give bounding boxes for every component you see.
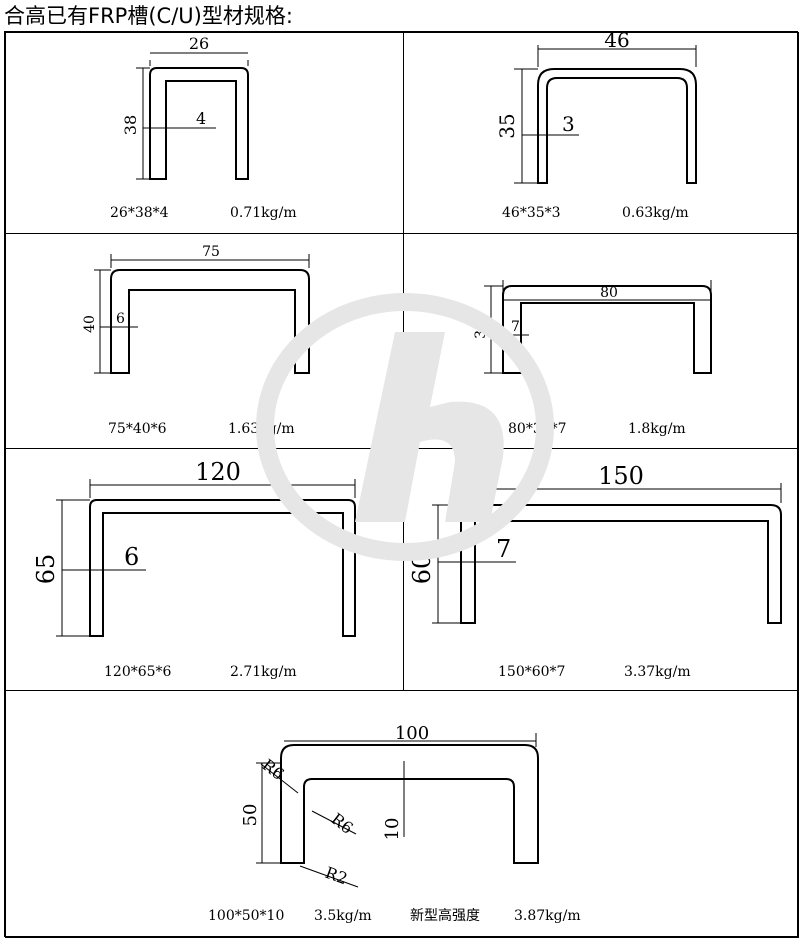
new-label: 新型高强度 [410,908,480,924]
profile-drawing: 46 35 3 [495,33,697,184]
height-label: 35 [473,321,489,339]
spec-label: 75*40*6 [108,421,167,437]
thickness-label: 6 [124,543,139,571]
profile-drawing: 80 35 7 [473,280,712,374]
thickness-label: 4 [196,109,206,128]
thickness-label: 6 [116,311,125,327]
radius-leader-tip [299,865,359,888]
radius-leader-inner [311,810,357,835]
channel-profile-shape [502,285,712,374]
width-label: 100 [395,723,429,744]
thickness-label: 7 [511,319,520,335]
profile-drawing: 120 65 6 [32,458,356,637]
width-label: 120 [195,458,241,486]
height-label: 38 [121,115,140,135]
channel-profile-shape [280,744,539,864]
spec-label: 150*60*7 [498,664,566,680]
profile-drawing: 100 50 10 R6 R6 R2 [240,723,539,888]
profile-drawing: 26 38 4 [121,34,249,180]
profile-drawing: 75 40 6 [82,244,310,374]
channel-profile-shape [110,269,310,374]
weight-label: 0.63kg/m [622,205,689,221]
height-label: 50 [240,804,261,827]
profile-cell-46x35: 46 35 3 46*35*3 0.63kg/m [403,32,799,234]
channel-profile-shape [460,504,782,624]
thickness-label: 3 [562,112,575,136]
spec-label: 120*65*6 [104,664,172,680]
weight-label: 3.37kg/m [624,664,691,680]
radius-leader-outer [260,763,299,794]
spec-label: 26*38*4 [110,205,169,221]
height-label: 40 [82,315,98,333]
page-title: 合高已有FRP槽(C/U)型材规格: [4,4,293,28]
new-weight-label: 3.87kg/m [514,908,581,924]
profile-cell-150x60: 150 60 7 150*60*7 3.37kg/m [403,448,799,691]
height-label: 65 [32,554,60,585]
width-label: 46 [604,33,629,52]
weight-label: 1.8kg/m [628,421,686,437]
radius-tip-label: R2 [323,863,350,888]
weight-label: 2.71kg/m [230,664,297,680]
spec-label: 80*35*7 [508,421,567,437]
profile-drawing: 150 60 7 [408,462,782,624]
profile-cell-100x50-featured: 100 50 10 R6 R6 R2 100*50*10 3.5kg/m 新型高… [5,690,799,938]
spec-label: 100*50*10 [208,908,285,924]
height-label: 60 [408,554,436,585]
profile-cell-26x38: 26 38 4 26*38*4 0.71kg/m [5,32,404,234]
weight-label: 3.5kg/m [314,908,372,924]
spec-label: 46*35*3 [502,205,561,221]
spec-table: 26 38 4 26*38*4 0.71kg/m 46 35 3 46*35*3… [4,31,799,938]
profile-cell-120x65: 120 65 6 120*65*6 2.71kg/m [5,448,404,691]
width-label: 80 [600,285,618,301]
channel-profile-shape [149,67,249,180]
width-label: 26 [189,34,209,53]
radius-inner-label: R6 [328,809,357,838]
height-label: 35 [495,113,519,138]
profile-cell-80x35: 80 35 7 80*35*7 1.8kg/m [403,233,799,449]
channel-profile-shape [537,68,697,184]
weight-label: 1.63kg/m [228,421,295,437]
width-label: 150 [598,462,644,490]
width-label: 75 [202,244,220,260]
weight-label: 0.71kg/m [230,205,297,221]
thickness-label: 7 [496,535,511,563]
profile-cell-75x40: 75 40 6 75*40*6 1.63kg/m [5,233,404,449]
radius-outer-label: R6 [259,755,288,784]
thickness-label: 10 [382,818,403,841]
